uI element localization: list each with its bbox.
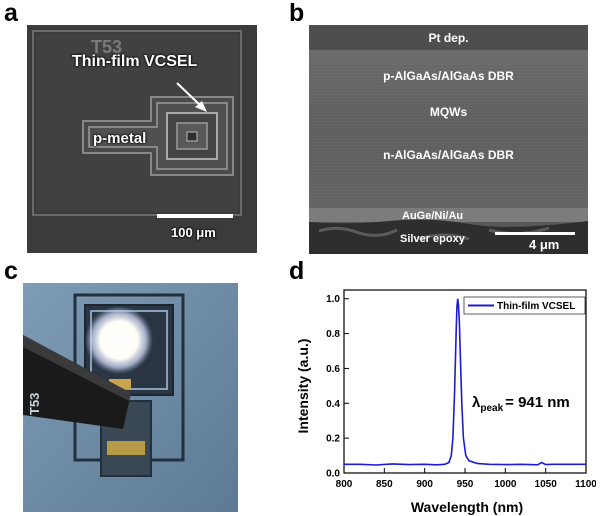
layer-epoxy-label: Silver epoxy <box>400 233 465 245</box>
contact-layer <box>309 208 588 222</box>
peak-symbol: λ <box>472 394 481 411</box>
panel-letter-b: b <box>289 0 305 27</box>
x-axis-label: Wavelength (nm) <box>411 499 523 515</box>
peak-value: = 941 nm <box>505 394 570 411</box>
scale-bar-b <box>495 232 575 235</box>
vcsel-emission-glow <box>85 306 153 374</box>
x-tick-label: 1000 <box>494 479 517 490</box>
peak-subscript: peak <box>480 403 503 414</box>
y-tick-label: 0.8 <box>326 329 340 340</box>
panel-a-sem-image: T53 Thin-film VCSEL p-metal 100 μm <box>27 25 257 253</box>
x-tick-label: 850 <box>376 479 393 490</box>
x-tick-label: 900 <box>416 479 433 490</box>
chip-outline <box>32 30 242 216</box>
layer-mqw-label: MQWs <box>429 105 468 119</box>
layer-pt-label: Pt dep. <box>428 31 469 45</box>
y-tick-label: 0.6 <box>326 364 340 375</box>
panel-c-optical-image: T53 <box>23 283 238 512</box>
layer-contact-label: AuGe/Ni/Au <box>402 210 464 222</box>
x-tick-label: 950 <box>457 479 474 490</box>
y-tick-label: 0.0 <box>326 469 340 480</box>
y-tick-label: 1.0 <box>326 294 340 305</box>
y-tick-label: 0.4 <box>326 399 340 410</box>
panel-a-drawing <box>27 25 257 253</box>
series-line-thin-film-vcsel <box>344 298 586 466</box>
silver-epoxy-layer <box>309 219 588 254</box>
layer-pdbr-label: p-AlGaAs/AlGaAs DBR <box>383 69 514 83</box>
scale-bar-b-label: 4 μm <box>529 237 560 252</box>
x-tick-label: 800 <box>336 479 353 490</box>
layer-ndbr-label: n-AlGaAs/AlGaAs DBR <box>383 148 514 162</box>
vcsel-aperture <box>186 131 198 142</box>
p-metal-label: p-metal <box>93 130 147 147</box>
peak-annotation: λpeak= 941 nm <box>472 394 570 414</box>
callout-label: Thin-film VCSEL <box>72 53 198 70</box>
panel-c-drawing <box>23 283 238 512</box>
legend-label: Thin-film VCSEL <box>497 301 575 312</box>
callout-arrow <box>176 82 203 108</box>
panel-b-drawing <box>309 25 588 254</box>
panel-b-cross-section: Pt dep. p-AlGaAs/AlGaAs DBR MQWs n-AlGaA… <box>309 25 588 254</box>
panel-letter-d: d <box>289 257 305 285</box>
y-axis-label: Intensity (a.u.) <box>296 339 311 434</box>
legend: Thin-film VCSEL <box>463 296 586 315</box>
chip-stamp-text: T53 <box>91 37 123 57</box>
x-tick-label: 1050 <box>535 479 558 490</box>
panel-d-spectrum-chart: 800 850 900 950 1000 1050 1100 0.0 0.2 0.4 0.6 0.8 1… <box>296 289 596 515</box>
x-tick-label: 1100 <box>575 479 596 490</box>
y-tick-label: 0.2 <box>326 434 340 445</box>
scale-bar-a-label: 100 μm <box>171 225 216 240</box>
panel-letter-a: a <box>4 0 18 27</box>
pt-layer <box>309 25 588 50</box>
panel-c-side-text: T53 <box>27 392 42 415</box>
scale-bar-a <box>157 214 233 218</box>
panel-letter-c: c <box>4 257 18 285</box>
